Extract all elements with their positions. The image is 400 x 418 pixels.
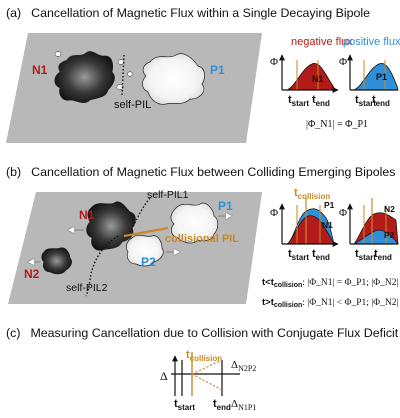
self-pil1-line xyxy=(129,197,151,233)
panel-b-title: Cancellation of Magnetic Flux between Co… xyxy=(31,165,396,179)
n1-label-a: N1 xyxy=(32,63,48,77)
p2-label-graph-b: P2 xyxy=(384,230,395,240)
small-negative-blob xyxy=(116,84,124,90)
p2-label-b: P2 xyxy=(141,255,156,269)
small-negative-blob xyxy=(127,71,133,77)
photosphere-surface-a xyxy=(6,33,262,143)
phi-axis-symbol-b-right: Φ xyxy=(339,207,347,219)
n1-flux-patch-b xyxy=(86,201,136,251)
t-start-label-b-left: tstart xyxy=(288,248,309,262)
p1-flux-patch-a xyxy=(142,53,205,105)
t-end-label-c: tend xyxy=(213,398,231,412)
n1-flux-patch-a xyxy=(54,51,115,103)
small-negative-blob xyxy=(54,51,62,57)
negative-flux-curve xyxy=(286,62,336,91)
panel-b-tag: (b) xyxy=(6,165,22,179)
phi-axis-symbol-a-left: Φ xyxy=(270,56,278,68)
self-pil1-label: self-PIL1 xyxy=(147,189,189,201)
collisional-pil-label: collisional PIL xyxy=(165,233,239,245)
phi-axis-symbol-a-right: Φ xyxy=(339,56,347,68)
panel-a-heading: (a) Cancellation of Magnetic Flux within … xyxy=(6,6,370,20)
panel-c-tag: (c) xyxy=(6,326,21,340)
flux-balance-equation-a: |Φ_N1| = Φ_P1 xyxy=(306,119,368,130)
t-end-label-b-right: tend xyxy=(374,248,392,262)
panel-b-heading: (b) Cancellation of Magnetic Flux between… xyxy=(6,165,396,179)
n1-label-graph-b: N1 xyxy=(322,220,333,230)
n2-flux-patch-b xyxy=(41,247,72,275)
self-pil-label: self-PIL xyxy=(114,99,151,111)
collisional-pil-line xyxy=(123,226,169,238)
p1-label-graph-b: P1 xyxy=(324,200,335,210)
small-negative-blob xyxy=(117,59,125,65)
t-end-label-b-left: tend xyxy=(312,248,330,262)
t-start-label-b-right: tstart xyxy=(355,248,376,262)
phi-axis-symbol-b-left: Φ xyxy=(270,207,278,219)
delta-n2p2-label: ΔN2P2 xyxy=(231,359,256,373)
panel-c-heading: (c) Measuring Cancellation due to Collisi… xyxy=(6,326,400,340)
t-collision-label-b: tcollision xyxy=(294,187,330,201)
condition-before-collision: t<tcollision: |Φ_N1| = Φ_P1; |Φ_N2| = Φ_… xyxy=(262,277,400,289)
p1-label-a: P1 xyxy=(210,63,225,77)
n2-label-b: N2 xyxy=(24,267,40,281)
n2-label-graph-b: N2 xyxy=(384,204,395,214)
t-end-label-a-right: tend xyxy=(372,94,390,108)
self-pil2-line xyxy=(85,235,119,297)
condition-after-collision: t>tcollision: |Φ_N1| < Φ_P1; |Φ_N2| > Φ_… xyxy=(262,297,400,309)
graph-p1-label: P1 xyxy=(376,72,387,82)
t-start-label-c: tstart xyxy=(174,398,195,412)
negative-flux-label: negative flux xyxy=(291,36,353,48)
panel-c-title: Measuring Cancellation due to Collision … xyxy=(30,326,400,340)
t-end-label-a-left: tend xyxy=(312,94,330,108)
delta-axis-symbol: Δ xyxy=(160,369,168,383)
positive-flux-curve xyxy=(353,62,399,91)
delta-n2p2-curve xyxy=(191,359,223,375)
p1-flux-patch-b xyxy=(170,202,219,244)
t-collision-label-c: tcollision xyxy=(186,349,222,363)
p2-flux-patch-b xyxy=(126,234,164,267)
t-start-label-a-left: tstart xyxy=(288,94,309,108)
panel-a-tag: (a) xyxy=(6,6,22,20)
panel-a-title: Cancellation of Magnetic Flux within a S… xyxy=(31,6,371,20)
delta-n1p1-curve xyxy=(191,373,223,391)
delta-n1p1-label: ΔN1P1 xyxy=(231,398,256,412)
t-start-label-a-right: tstart xyxy=(355,94,376,108)
p1-label-b: P1 xyxy=(218,199,233,213)
positive-flux-label: positive flux xyxy=(343,36,400,48)
graph-n1-label: N1 xyxy=(312,74,324,84)
self-pil2-label: self-PIL2 xyxy=(66,282,108,294)
n1-label-b: N1 xyxy=(79,208,95,222)
